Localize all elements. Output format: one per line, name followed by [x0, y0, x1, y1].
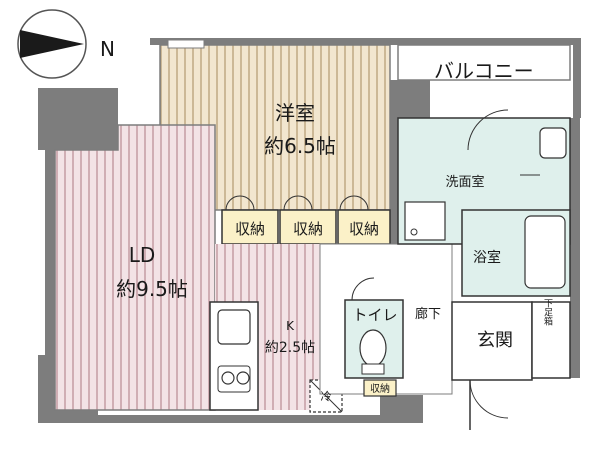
toilet-tank: [361, 363, 385, 375]
closet-2: [279, 209, 337, 245]
wall-north: [150, 38, 580, 45]
drain: [410, 228, 418, 236]
ld-name: LD: [129, 243, 156, 267]
wall-washroom-west: [390, 162, 398, 244]
shoe-box-label: 下足箱: [542, 299, 553, 327]
closet-1-label: 収納: [235, 220, 265, 238]
door-arc: [297, 195, 313, 211]
stove-burner-1: [221, 371, 235, 385]
door-arc: [225, 195, 241, 211]
fridge-label: 冷: [321, 390, 332, 403]
toilet-door-arc: [351, 277, 375, 301]
entrance-door-arc: [469, 379, 509, 419]
washing-machine: [404, 201, 446, 241]
balcony-name: バルコニー: [434, 59, 534, 83]
corridor-name: 廊下: [415, 306, 441, 322]
wall-column-nw: [38, 88, 118, 150]
closet-door-arcs: [225, 195, 369, 211]
wall-east: [570, 118, 580, 378]
toilet-bowl: [359, 329, 387, 367]
wall-column-se: [380, 395, 423, 423]
compass: N: [17, 9, 115, 79]
washroom-name: 洗面室: [445, 174, 484, 190]
window-north: [167, 39, 205, 49]
door-arc: [239, 195, 255, 211]
stove-burner-2: [236, 371, 250, 385]
bathtub: [524, 215, 566, 289]
small-storage-label: 収納: [370, 382, 390, 395]
kitchen-size: 約2.5帖: [265, 340, 315, 356]
western-room-size: 約6.5帖: [264, 134, 336, 158]
kitchen-sink: [217, 309, 251, 345]
compass-needle: [20, 30, 84, 58]
closet-3-label: 収納: [349, 220, 379, 238]
toilet-name: トイレ: [352, 306, 397, 324]
wall-south: [98, 415, 423, 423]
ld-size: 約9.5帖: [116, 277, 188, 301]
western-room-name: 洋室: [275, 101, 315, 125]
ld-floor: [54, 124, 216, 411]
wash-basin: [539, 127, 567, 159]
kitchen-name: K: [286, 319, 295, 333]
bath-name: 浴室: [473, 249, 501, 266]
small-storage: [363, 379, 397, 397]
fridge-diagonal: [309, 379, 343, 413]
door-arc: [353, 195, 369, 211]
balcony-area: [397, 44, 571, 81]
door-arc: [283, 195, 299, 211]
door-arc: [339, 195, 355, 211]
closet-2-label: 収納: [293, 220, 323, 238]
stove: [217, 365, 251, 393]
wall-west: [45, 150, 55, 360]
entrance-floor: [451, 301, 533, 381]
washroom-door-arc: [467, 109, 509, 151]
closet-3: [337, 209, 391, 245]
closet-1: [221, 209, 279, 245]
entrance-name: 玄関: [477, 330, 513, 351]
compass-north-label: N: [100, 37, 115, 61]
shoe-box: [531, 301, 571, 379]
wall-balcony-east: [573, 38, 581, 118]
